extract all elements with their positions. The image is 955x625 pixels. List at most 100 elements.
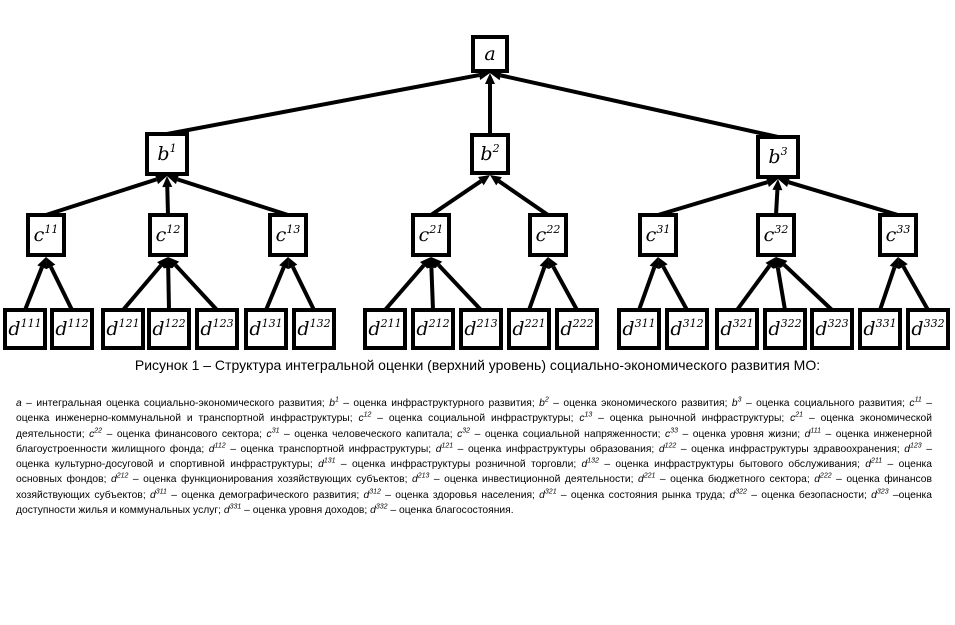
edge-d123-to-c12 [173,263,219,312]
node-d123: d123 [195,308,239,350]
node-label-b2: b2 [480,142,499,165]
node-label-d211: d211 [368,317,401,340]
legend-symbol-index: 21 [795,411,804,419]
arrowhead-d312-to-c31 [658,257,668,270]
node-d131: d131 [244,308,288,350]
node-box-d221 [507,308,551,350]
legend-description: – оценка социальной напряженности; [470,428,666,440]
node-box-d212 [411,308,455,350]
node-c13: c13 [268,213,308,257]
node-b1: b1 [145,132,189,176]
node-c33: c33 [878,213,918,257]
node-label-b3: b3 [768,145,787,168]
legend-symbol-index: 312 [369,488,381,496]
legend-symbol-index: 22 [94,427,103,435]
edge-d211-to-c21 [383,263,426,312]
legend-symbol-index: 121 [441,442,454,450]
node-label-d323: d323 [815,317,848,340]
edge-d311-to-c31 [637,266,657,311]
legend-symbol: d [871,489,877,501]
legend-symbol: d [865,459,872,471]
legend-symbol: c [790,413,796,425]
legend-symbol-index: 33 [670,427,678,435]
arrowhead-c11-to-b1 [154,174,167,185]
legend-symbol-index: 3 [737,396,742,404]
node-b2: b2 [470,133,510,175]
node-label-d112: d112 [55,317,88,340]
node-label-d312: d312 [670,317,703,340]
legend-description: – оценка инженерно-коммунальной и трансп… [16,398,932,425]
node-d122: d122 [147,308,191,350]
edge-c32-to-b3 [774,189,780,216]
node-box-c31 [638,213,678,257]
node-label-d121: d121 [106,317,139,340]
node-box-d332 [906,308,950,350]
edge-b1-to-a [166,73,480,136]
legend-symbol: d [904,443,911,455]
node-label-d122: d122 [152,317,185,340]
legend-symbol: d [581,459,588,471]
legend-description: – оценка транспортной инфраструктуры; [225,443,436,455]
node-d211: d211 [363,308,407,350]
node-d213: d213 [459,308,503,350]
arrowhead-d331-to-c33 [889,257,900,270]
edge-c12-to-b1 [165,186,170,216]
edge-c33-to-b3 [787,180,899,217]
arrowhead-d321-to-c32 [765,257,776,269]
legend-symbol-index: 31 [271,427,280,435]
legend-symbol-index: 111 [810,427,821,435]
legend-description: – оценка благосостояния. [387,505,514,517]
edge-d132-to-c13 [291,265,316,311]
legend-description: – оценка демографического развития; [166,489,364,501]
node-c22: c22 [528,213,568,257]
legend-symbol-index: 132 [587,457,599,465]
arrowhead-d122-to-c12 [163,257,174,269]
node-d323: d323 [810,308,854,350]
node-box-d111 [3,308,47,350]
legend-description: – оценка инфраструктуры розничной торгов… [335,459,582,471]
legend-symbol-index: 211 [871,457,883,465]
node-d312: d312 [665,308,709,350]
node-label-b1: b1 [157,142,176,165]
legend-symbol-index: 13 [584,411,593,419]
node-box-b2 [470,133,510,175]
arrowhead-d112-to-c11 [46,257,56,270]
node-c21: c21 [411,213,451,257]
node-box-d322 [763,308,807,350]
legend-symbol-index: 212 [116,473,129,481]
legend-symbol-index: 11 [914,396,922,404]
node-d332: d332 [906,308,950,350]
node-box-c13 [268,213,308,257]
legend-symbol: d [729,489,736,501]
legend-symbol: d [318,459,324,471]
legend-description: – оценка социального развития; [741,398,910,409]
node-box-d331 [858,308,902,350]
arrowhead-c12-to-b1 [162,176,173,188]
legend-symbol: c [266,428,272,440]
legend-symbol-index: 112 [214,442,226,450]
arrowhead-d332-to-c33 [898,257,908,270]
legend-symbol: c [457,428,463,440]
edge-d112-to-c11 [49,265,74,311]
legend-symbol: d [223,505,230,517]
legend-description: – оценка функционирования хозяйствующих … [128,474,412,486]
node-c11: c11 [26,213,66,257]
node-d121: d121 [101,308,145,350]
node-box-d323 [810,308,854,350]
node-box-b3 [756,135,800,179]
legend-description: – оценка инфраструктурного развития; [338,398,540,409]
legend-description: – оценка инвестиционной деятельности; [429,474,638,486]
edge-d221-to-c22 [527,266,547,311]
arrowhead-c33-to-b3 [778,177,790,187]
node-a: a [471,35,509,73]
arrowhead-c31-to-b3 [766,177,778,187]
legend-description: –оценка доступности жилья и коммунальных… [16,489,932,517]
edge-c11-to-b1 [45,177,158,217]
edge-d322-to-c32 [775,267,787,311]
node-box-b1 [145,132,189,176]
arrowhead-d323-to-c32 [776,257,788,269]
edge-d332-to-c33 [901,265,930,311]
node-label-d221: d221 [512,317,545,340]
